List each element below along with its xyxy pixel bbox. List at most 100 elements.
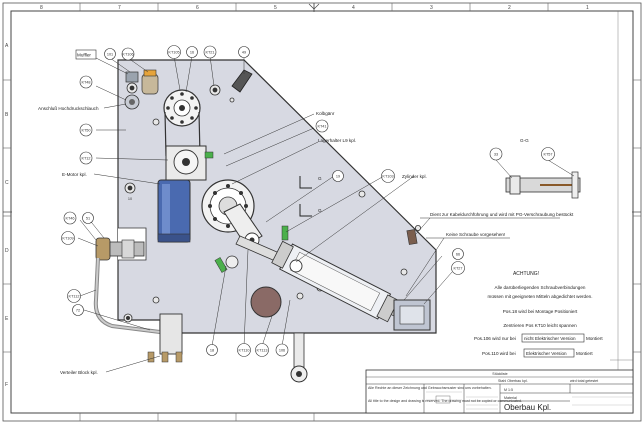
grid-col-label: 6 — [196, 5, 199, 11]
callout-18: 18 — [210, 349, 214, 353]
callout-101: 101 — [107, 53, 113, 57]
notice-line-2: müssen mit geeigneten Mitteln abgedichte… — [488, 294, 593, 299]
cylinder-pivot — [289, 259, 303, 273]
notice-title: ACHTUNG! — [513, 271, 539, 277]
balloon — [315, 119, 329, 133]
title-material-label: Material — [504, 396, 517, 400]
lever-arm — [231, 69, 253, 93]
callout-kolbe: Kolbgänr — [316, 111, 335, 116]
title-massstab: M 1:5 — [504, 388, 513, 392]
balloon — [61, 231, 75, 245]
balloon — [275, 343, 289, 357]
grid-col-label: 3 — [430, 5, 433, 11]
balloon — [104, 48, 116, 60]
balloon — [82, 212, 94, 224]
balloon — [332, 170, 344, 182]
balloon — [206, 344, 218, 356]
warning-notice: ACHTUNG! Alle darüberliegenden Schraubve… — [474, 271, 603, 358]
section-label-g-top: G — [318, 176, 322, 181]
balloon — [203, 45, 217, 59]
notice-line-3: Pos.18 wird bei Montage Positioniert — [503, 309, 578, 314]
callout-kt103: KT103 — [382, 175, 393, 179]
grid-row-label: B — [5, 112, 9, 118]
balloon — [238, 46, 250, 58]
callout-zylinder: Zylinder kpl. — [402, 174, 427, 179]
callout-51: 51 — [86, 217, 90, 221]
title-status: wird total getestet — [570, 379, 598, 383]
note-cable-gland: Dient zur Kabeldurchführung und wird mit… — [430, 212, 574, 217]
title-rights-note-en: All title to the design and drawing is r… — [368, 399, 522, 403]
balloon — [121, 47, 135, 61]
leader-lines — [77, 55, 560, 373]
callout-kt12: KT12 — [81, 157, 90, 161]
section-callout-kt57: KT57 — [543, 153, 552, 157]
balloon — [451, 261, 465, 275]
notice-line-4: Zentrieren Pos KT10 leicht spannen — [503, 323, 577, 328]
revision-table — [610, 11, 633, 370]
callout-72: 72 — [76, 309, 80, 313]
notice-line-5-box: nicht Elektrischer Version — [524, 336, 576, 341]
callout-balloons — [61, 45, 465, 357]
callout-labels: Muffler 101 KT106 KT105 16 KT21 49 KT48 … — [38, 51, 574, 376]
title-block: Stückliste Stahl Oberbau kpl. wird total… — [365, 369, 634, 414]
balloon — [63, 211, 77, 225]
grid-col-label: 7 — [118, 5, 121, 11]
callout-kt27: KT27 — [453, 267, 462, 271]
grid-row-labels: A B C D E F — [5, 43, 9, 388]
balloon — [67, 289, 81, 303]
grid-row-label: D — [5, 248, 9, 254]
centering-mark-top — [308, 3, 320, 12]
title-baugruppe: Stahl Oberbau kpl. — [498, 379, 528, 383]
callout-106: 106 — [279, 349, 285, 353]
callout-19: 19 — [336, 175, 340, 179]
callout-kt50: KT50 — [81, 129, 90, 133]
grid-col-label: 4 — [352, 5, 355, 11]
callout-kt110: KT110 — [239, 349, 250, 353]
grid-row-label: A — [5, 43, 9, 49]
callout-kt41: KT41 — [317, 125, 326, 129]
notice-line-6-box: Elektrischer Version — [526, 351, 567, 356]
callout-kt48: KT48 — [81, 81, 90, 85]
grid-col-label: 1 — [586, 5, 589, 11]
balloon — [381, 169, 395, 183]
callout-anschluss: Anschluß Hochdruckschlauch — [38, 106, 99, 111]
title-rights-note-de: Alle Rechte an dieser Zeichnung und Gebr… — [368, 386, 492, 390]
callout-kt112: KT112 — [69, 295, 80, 299]
notice-line-6-pre: Pos.110 wird bei — [482, 351, 516, 356]
callout-kt46: KT46 — [65, 217, 74, 221]
note-no-screw: Keine Schraube vorgesehen! — [446, 232, 505, 237]
callout-kt109: KT109 — [62, 237, 73, 241]
grid-row-label: C — [5, 180, 9, 186]
title-drawing-name: Oberbau Kpl. — [504, 403, 551, 412]
title-stueckliste: Stückliste — [492, 372, 507, 376]
balloon — [186, 46, 198, 58]
section-view-g-g: G-G 33 KT57 — [489, 138, 581, 199]
callout-muffler: Muffler — [77, 53, 91, 58]
section-label-g-bottom: G — [318, 208, 322, 213]
callout-49: 49 — [242, 51, 246, 55]
hydraulic-fittings — [93, 237, 183, 363]
balloon — [79, 75, 93, 89]
balloon — [255, 343, 269, 357]
grid-row-label: E — [5, 316, 9, 322]
grid-column-labels: 8 7 6 5 4 3 2 1 — [40, 5, 589, 11]
notice-line-5-pre: Pos.106 wird nur bei — [474, 336, 516, 341]
callout-kt105: KT105 — [168, 51, 179, 55]
grid-col-label: 5 — [274, 5, 277, 11]
balloon — [79, 123, 93, 137]
grid-row-label: F — [5, 382, 8, 388]
balloon — [72, 304, 84, 316]
callout-kt106: KT106 — [122, 53, 133, 57]
electric-motor — [157, 145, 214, 243]
callout-66: 66 — [456, 253, 460, 257]
grid-col-label: 2 — [508, 5, 511, 11]
balloon — [237, 343, 251, 357]
balloon — [79, 151, 93, 165]
callout-lagerhalter: Lagerhalter L9 kpl. — [318, 138, 356, 143]
gland-box — [393, 229, 431, 331]
callout-emotor: E-Motor kpl. — [62, 172, 87, 177]
notice-line-5-post: Montiert — [586, 336, 603, 341]
grid-col-label: 8 — [40, 5, 43, 11]
section-marker-g — [299, 176, 312, 217]
